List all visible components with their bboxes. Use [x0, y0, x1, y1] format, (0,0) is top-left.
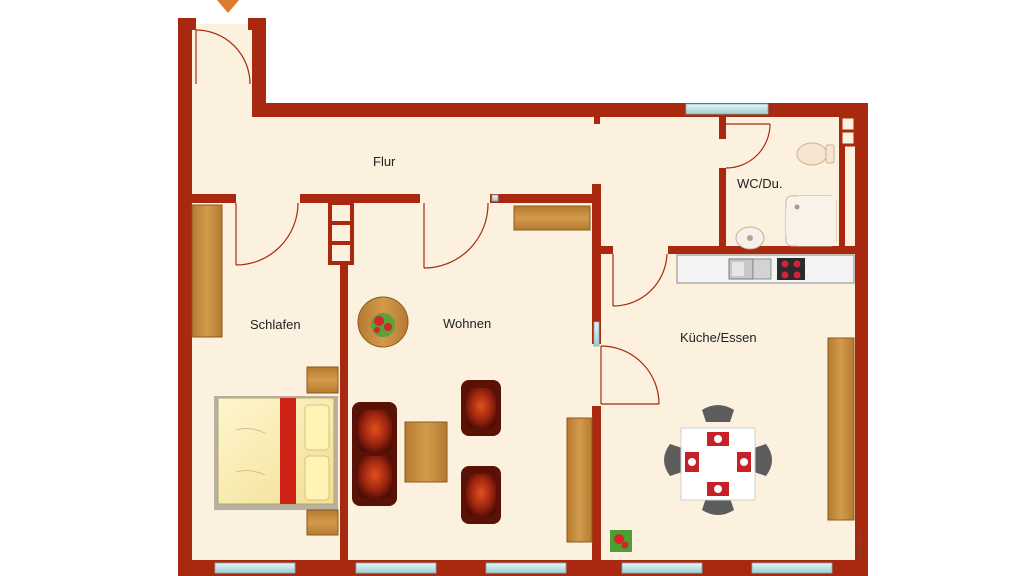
washbasin-icon [735, 226, 765, 250]
dining-set [664, 405, 772, 515]
armchair-top [461, 380, 501, 436]
room-label-schlafen: Schlafen [250, 317, 301, 332]
plant-icon [610, 530, 632, 552]
sofa [352, 402, 397, 506]
doors [195, 29, 771, 405]
nightstands [306, 366, 339, 536]
tv-cabinet [566, 417, 593, 543]
room-label-kueche: Küche/Essen [680, 330, 757, 345]
room-label-wc: WC/Du. [737, 176, 783, 191]
wardrobe [191, 204, 223, 338]
coffee-table [404, 421, 448, 483]
sideboard-wohnen [513, 205, 591, 231]
ventilation-shaft-wc [839, 115, 857, 147]
round-side-table [357, 296, 409, 348]
room-label-flur: Flur [373, 154, 396, 169]
kitchen-counter [676, 254, 855, 284]
kitchen-cabinet [827, 337, 855, 521]
cooktop-icon [777, 258, 805, 280]
shower-tray-icon [785, 195, 837, 247]
room-label-wohnen: Wohnen [443, 316, 491, 331]
ventilation-shaft [328, 201, 354, 265]
toilet-icon [796, 142, 835, 166]
entrance-arrow-icon [217, 0, 239, 13]
armchair-bottom [461, 466, 501, 524]
double-bed [214, 396, 338, 510]
windows [214, 103, 833, 574]
credit-text: MeGrundriss [858, 529, 864, 558]
